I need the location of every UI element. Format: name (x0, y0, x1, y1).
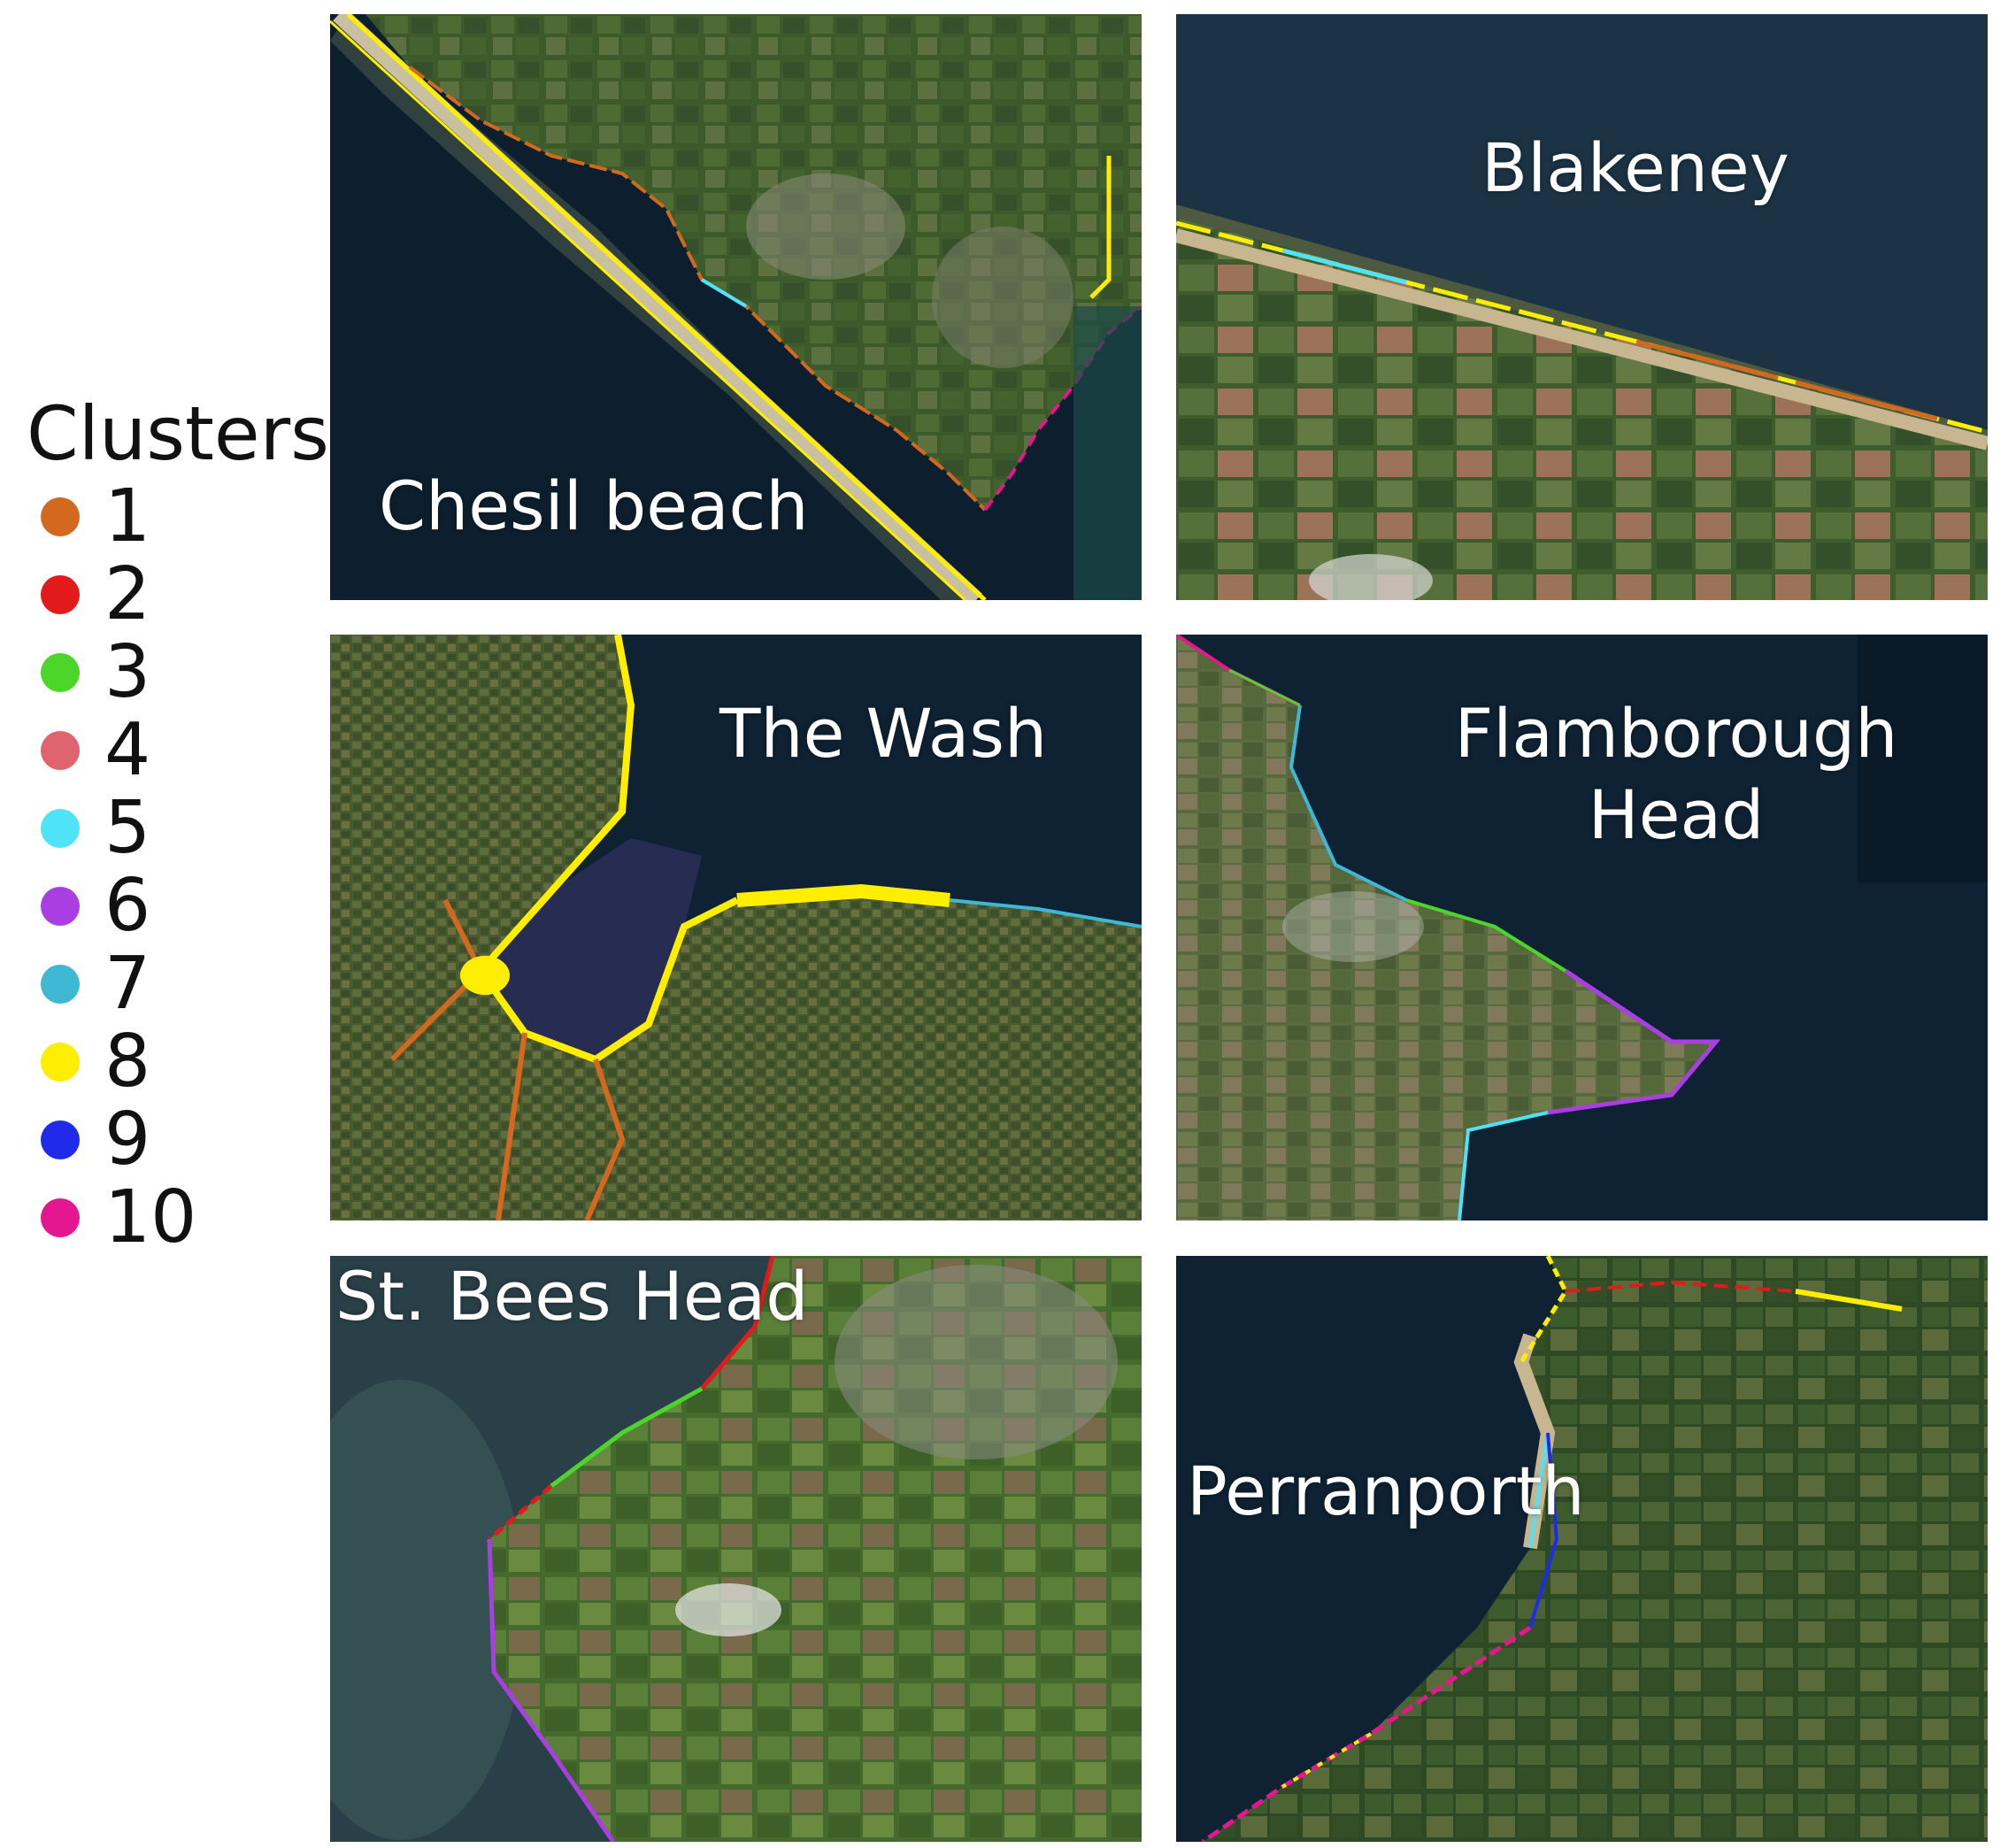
wash-map-graphic (330, 635, 1142, 1220)
legend-item: 6 (27, 867, 310, 945)
legend-color-dot (41, 1198, 80, 1237)
legend-label: 7 (104, 942, 151, 1026)
legend-title: Clusters (27, 390, 329, 477)
legend-item: 10 (27, 1179, 310, 1257)
map-label-perranporth: Perranporth (1187, 1451, 1585, 1530)
legend-color-dot (41, 965, 80, 1004)
legend-item: 9 (27, 1101, 310, 1179)
map-panel-blakeney: Blakeney (1176, 14, 1988, 600)
legend-label: 3 (104, 630, 151, 714)
map-panel-the-wash: The Wash (330, 635, 1142, 1220)
legend-color-dot (41, 497, 80, 536)
legend-item: 1 (27, 478, 310, 556)
legend-label: 9 (104, 1097, 151, 1182)
legend-item: 4 (27, 712, 310, 789)
legend-color-dot (41, 1120, 80, 1159)
flamborough-map-graphic (1176, 635, 1988, 1220)
legend-color-dot (41, 887, 80, 926)
legend-label: 2 (104, 552, 151, 636)
legend-item: 2 (27, 556, 310, 634)
legend-label: 4 (104, 708, 151, 792)
stbees-map-graphic (330, 1256, 1142, 1842)
legend-label: 10 (104, 1175, 197, 1259)
legend-label: 5 (104, 786, 151, 870)
legend-color-dot (41, 731, 80, 770)
legend-item: 3 (27, 634, 310, 712)
map-panel-chesil-beach: Chesil beach (330, 14, 1142, 600)
legend-color-dot (41, 1043, 80, 1082)
map-panel-perranporth: Perranporth (1176, 1256, 1988, 1842)
legend-label: 8 (104, 1020, 151, 1104)
map-label-flamborough-line1: Flamborough (1454, 694, 1898, 773)
legend-label: 6 (104, 864, 151, 948)
blakeney-map-graphic (1176, 14, 1988, 600)
map-label-flamborough-head: Flamborough Head (1428, 693, 1924, 856)
map-label-blakeney: Blakeney (1481, 128, 1789, 207)
map-label-the-wash: The Wash (719, 694, 1048, 773)
legend-item: 5 (27, 789, 310, 867)
legend-color-dot (41, 575, 80, 614)
legend-item: 8 (27, 1023, 310, 1101)
map-label-chesil-beach: Chesil beach (379, 466, 809, 545)
perranporth-map-graphic (1176, 1256, 1988, 1842)
chesil-map-graphic (330, 14, 1142, 600)
legend-item: 7 (27, 945, 310, 1023)
legend-label: 1 (104, 474, 151, 558)
map-label-st-bees-head: St. Bees Head (335, 1257, 809, 1336)
map-panel-flamborough-head: Flamborough Head (1176, 635, 1988, 1220)
map-panel-st-bees-head: St. Bees Head (330, 1256, 1142, 1842)
legend-color-dot (41, 809, 80, 848)
map-label-flamborough-line2: Head (1588, 775, 1765, 854)
legend-color-dot (41, 653, 80, 692)
